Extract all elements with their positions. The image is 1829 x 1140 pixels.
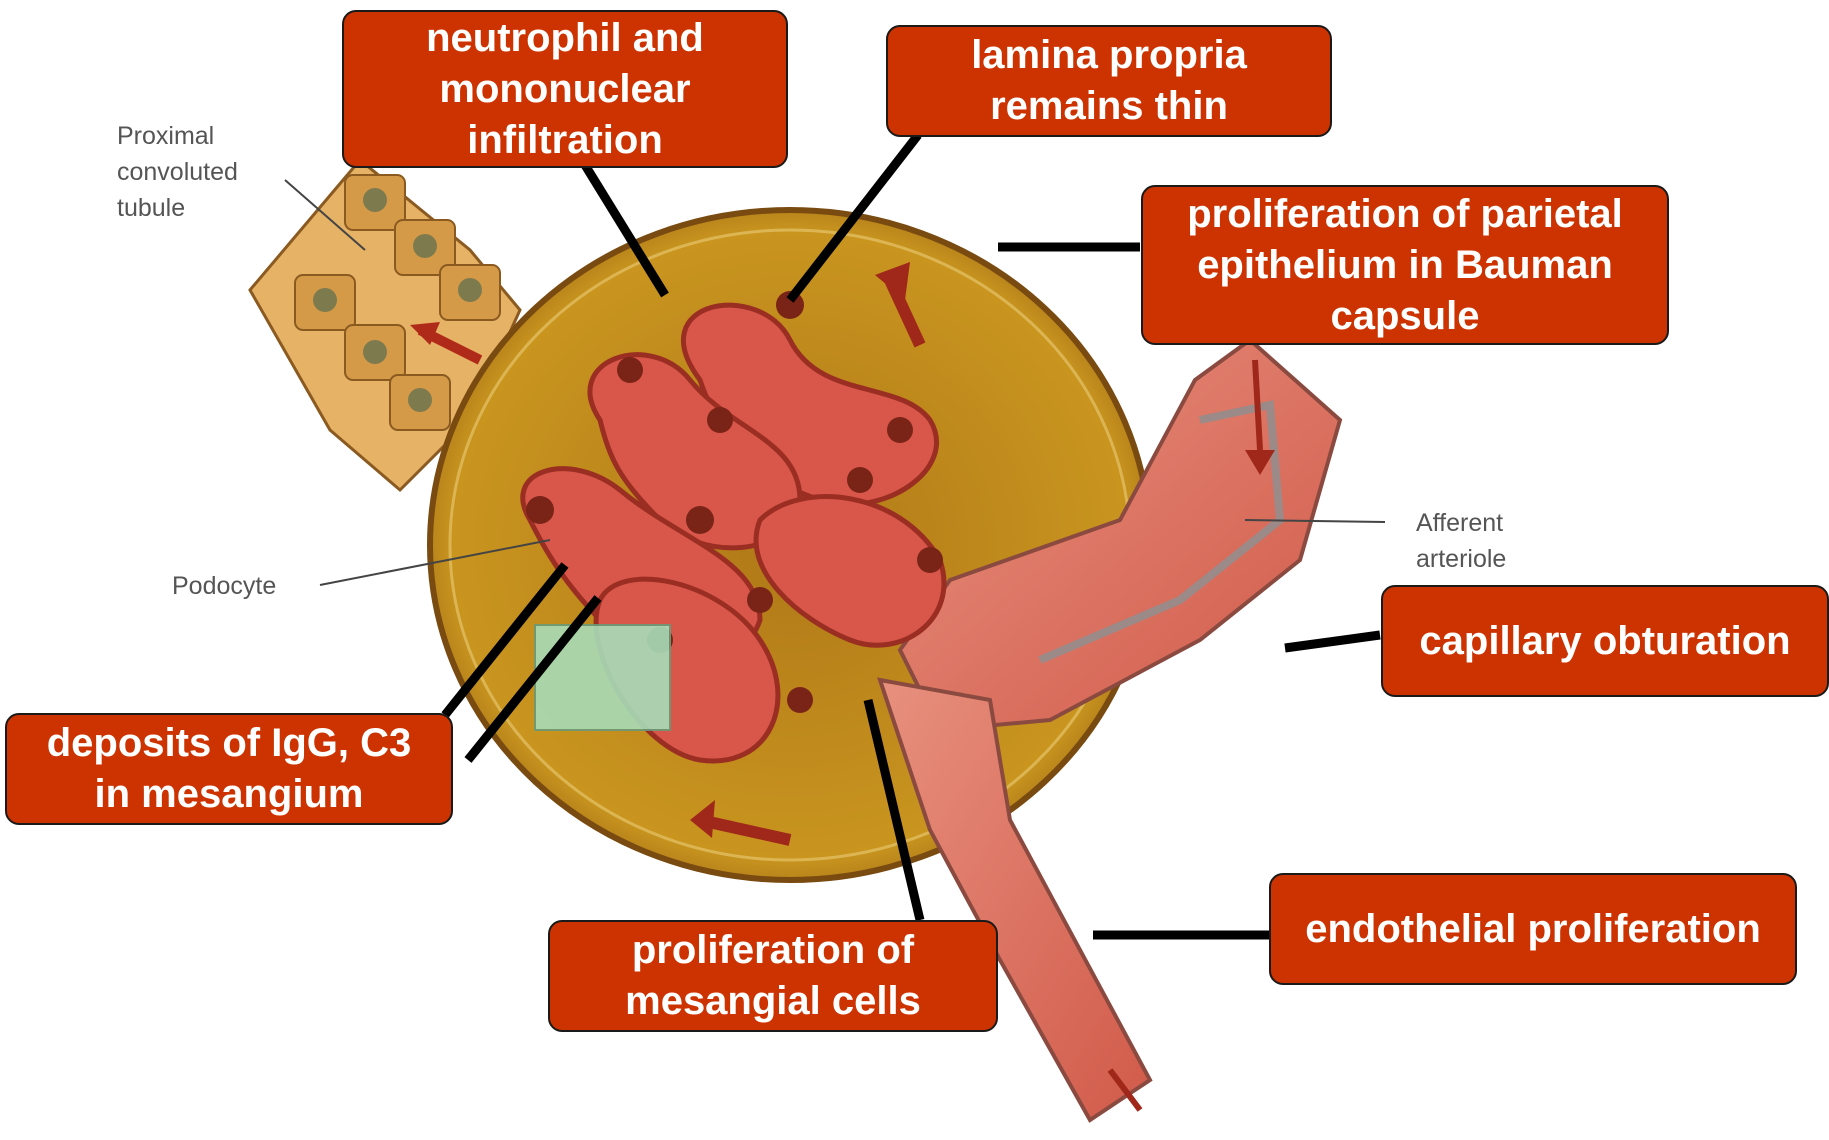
proximal-tubule-label: Proximal convoluted tubule xyxy=(117,118,238,226)
callout-mesangial-proliferation: proliferation of mesangial cells xyxy=(548,920,998,1032)
callout-capillary-obturation: capillary obturation xyxy=(1381,585,1829,697)
callout-infiltration: neutrophil and mononuclear infiltration xyxy=(342,10,788,168)
podocyte-label: Podocyte xyxy=(172,568,276,604)
callout-lamina-propria: lamina propria remains thin xyxy=(886,25,1332,137)
callout-deposits-mesangium: deposits of IgG, C3 in mesangium xyxy=(5,713,453,825)
afferent-arteriole-label: Afferent arteriole xyxy=(1416,505,1506,577)
mesangium-highlight xyxy=(535,625,670,730)
callout-endothelial-proliferation: endothelial proliferation xyxy=(1269,873,1797,985)
leader-capillary-obturation xyxy=(1285,635,1380,648)
callout-parietal-epithelium: proliferation of parietal epithelium in … xyxy=(1141,185,1669,345)
